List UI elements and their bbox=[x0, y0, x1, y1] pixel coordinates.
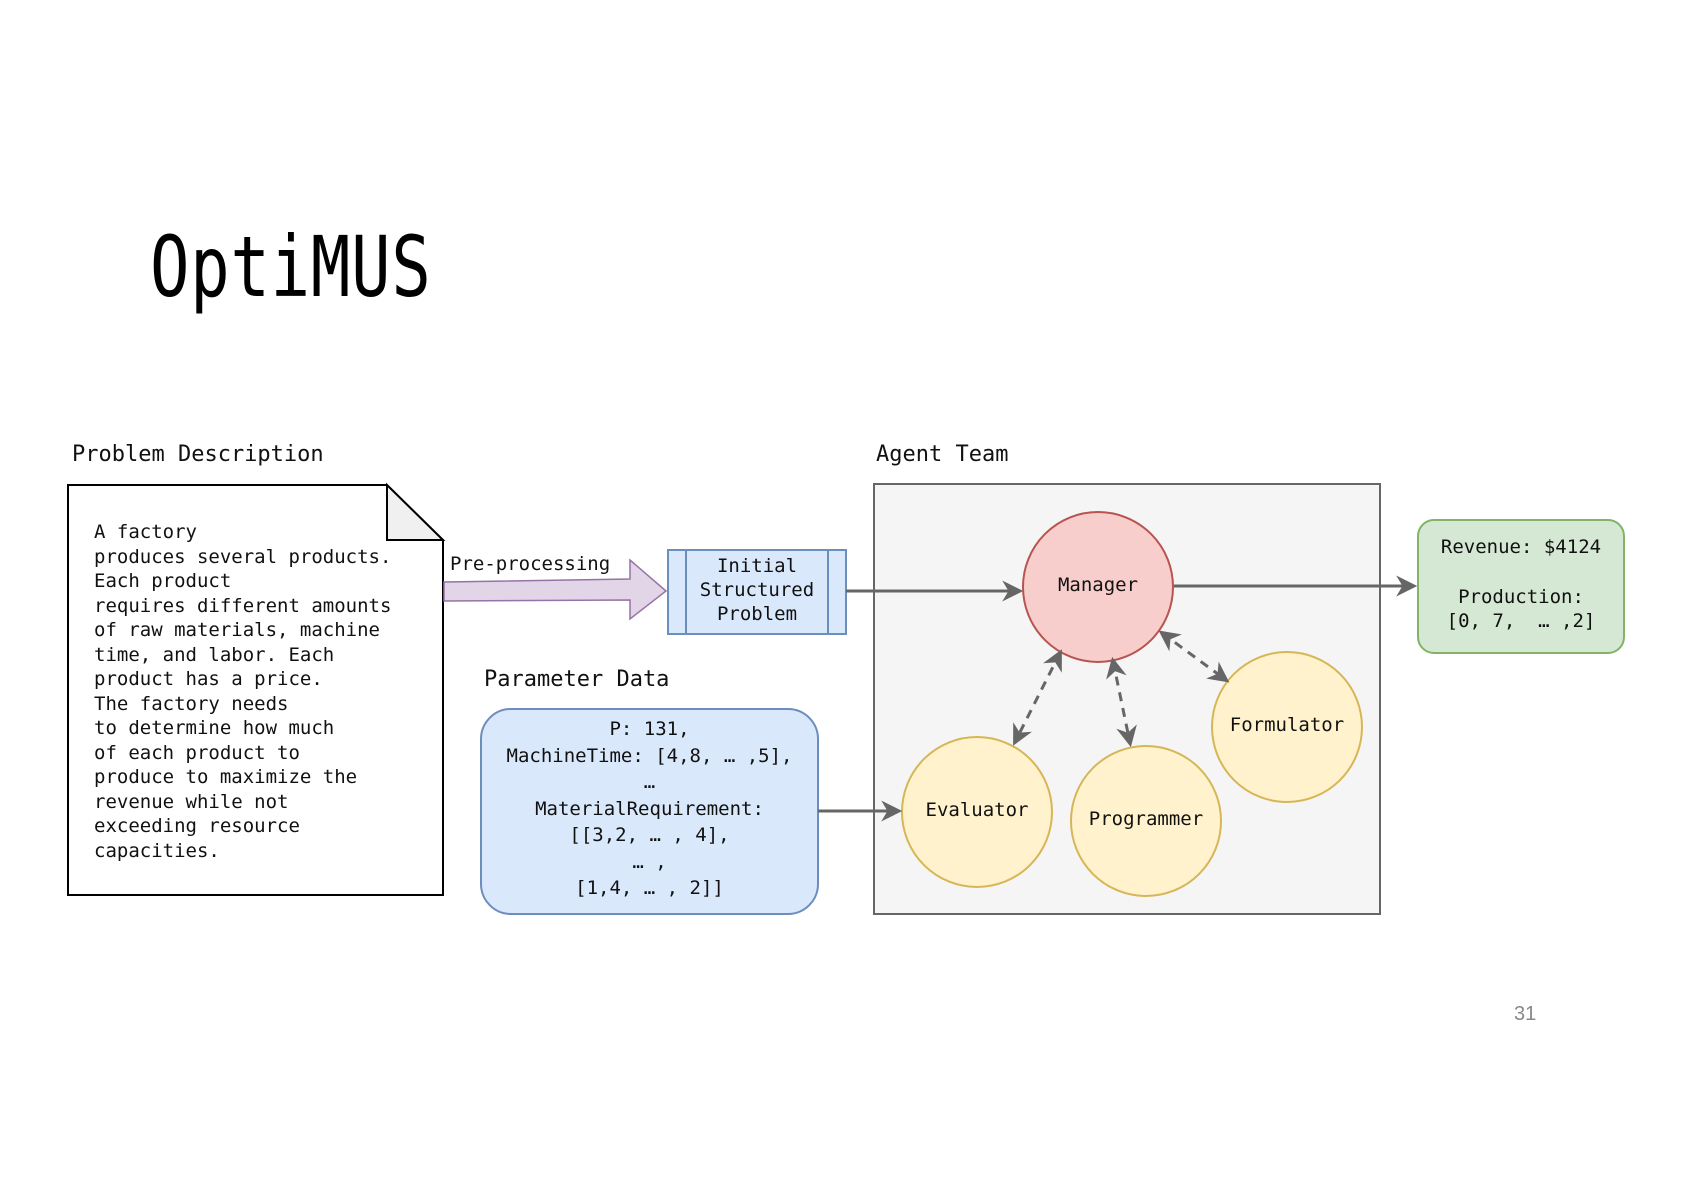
output-text: Revenue: $4124 Production: [0, 7, … ,2] bbox=[1418, 535, 1624, 633]
programmer-circle bbox=[1070, 745, 1222, 897]
structured-problem-text: Initial Structured Problem bbox=[686, 554, 828, 626]
production-label: Production: bbox=[1458, 586, 1584, 608]
preprocessing-arrow bbox=[443, 558, 668, 621]
revenue-text: Revenue: $4124 bbox=[1440, 536, 1602, 558]
manager-label: Manager bbox=[1057, 574, 1139, 596]
parameter-data-label: Parameter Data bbox=[484, 667, 670, 692]
parameter-line: … , bbox=[632, 850, 667, 873]
document-fold bbox=[386, 482, 446, 541]
structured-problem-line: Problem bbox=[716, 603, 798, 625]
parameter-data-text: P: 131, MachineTime: [4,8, … ,5], … Mate… bbox=[481, 716, 818, 902]
problem-description-text: A factory produces several products. Eac… bbox=[94, 521, 392, 862]
manager-formulator-link bbox=[1158, 630, 1230, 683]
agent-team-label: Agent Team bbox=[876, 442, 1009, 467]
problem-description-label: Problem Description bbox=[72, 442, 324, 467]
page-number: 31 bbox=[1514, 1003, 1537, 1025]
evaluator-label: Evaluator bbox=[925, 799, 1029, 821]
structured-problem-box bbox=[667, 549, 847, 635]
manager-programmer-link bbox=[1106, 656, 1137, 748]
parameter-line: MachineTime: [4,8, … ,5], bbox=[506, 744, 793, 767]
output-box bbox=[1417, 519, 1625, 654]
preprocessing-label: Pre-processing bbox=[450, 553, 611, 575]
structured-problem-line: Structured bbox=[699, 579, 815, 601]
formulator-circle bbox=[1211, 651, 1363, 803]
problem-document-shape bbox=[67, 484, 444, 896]
parameter-line: MaterialRequirement: bbox=[535, 797, 764, 820]
parameter-line: [1,4, … , 2]] bbox=[575, 877, 724, 899]
production-value: [0, 7, … ,2] bbox=[1446, 610, 1596, 632]
parameter-line: … bbox=[643, 771, 656, 793]
structured-problem-line: Initial bbox=[716, 555, 798, 577]
slide-title: OptiMUS bbox=[150, 218, 432, 316]
parameter-line: P: 131, bbox=[609, 718, 690, 740]
manager-evaluator-link bbox=[1013, 649, 1062, 746]
formulator-label: Formulator bbox=[1229, 714, 1345, 736]
parameter-line: [[3,2, … , 4], bbox=[569, 824, 730, 846]
programmer-label: Programmer bbox=[1088, 808, 1204, 830]
